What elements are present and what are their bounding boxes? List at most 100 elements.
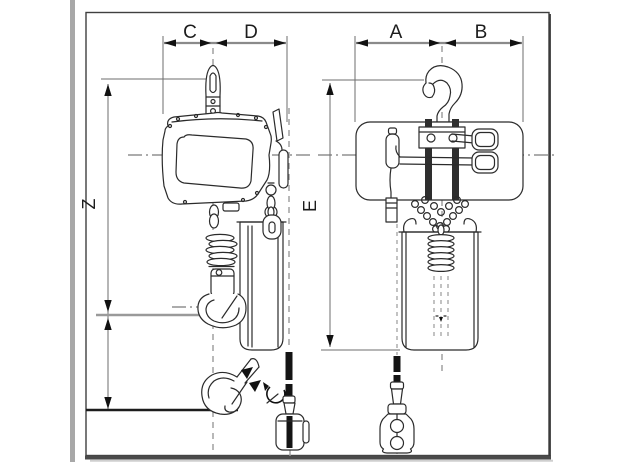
bottom-hook-raised bbox=[197, 268, 247, 329]
swivel-tail bbox=[266, 393, 279, 404]
bracket-paddle bbox=[471, 128, 499, 151]
dim-front-width: C D bbox=[162, 22, 288, 122]
arrowhead-icon bbox=[510, 39, 522, 47]
cable-collar bbox=[389, 381, 405, 390]
suspension-eye bbox=[205, 64, 221, 121]
dim-label-A: A bbox=[390, 22, 403, 43]
suspension-bar bbox=[425, 119, 432, 200]
chain-spring-front bbox=[205, 204, 238, 268]
arrowhead-icon bbox=[200, 39, 211, 47]
hook-outer bbox=[425, 65, 463, 123]
pendant-button-up bbox=[389, 418, 405, 434]
bolt-dot bbox=[167, 123, 173, 129]
hook-latch bbox=[231, 381, 248, 405]
bolt-dot bbox=[235, 112, 241, 118]
pendant-cable-run bbox=[389, 167, 392, 199]
container-outline bbox=[239, 221, 284, 351]
chain-link bbox=[421, 196, 430, 205]
pendant-button-down bbox=[389, 435, 405, 451]
arrowhead-icon bbox=[356, 39, 368, 47]
hanger-slot bbox=[268, 221, 276, 234]
container-hanger bbox=[403, 217, 417, 233]
bolt-dot bbox=[193, 113, 199, 119]
container-outline bbox=[401, 231, 479, 351]
pendant-cable bbox=[393, 356, 401, 382]
arrowhead-icon bbox=[429, 39, 440, 47]
hook-shank bbox=[244, 366, 260, 384]
chain-guide-block bbox=[222, 202, 240, 212]
pendant-cable bbox=[285, 352, 293, 396]
hoist-body-front bbox=[161, 111, 272, 212]
hanger-strap bbox=[262, 214, 282, 240]
chain-link bbox=[437, 208, 446, 217]
gear-cover-window bbox=[175, 134, 254, 189]
cable-grip bbox=[283, 402, 296, 415]
hook-block bbox=[210, 268, 235, 297]
hook-tip-inner bbox=[428, 82, 436, 98]
body-outline bbox=[161, 111, 272, 205]
page-edge-bar bbox=[70, 0, 75, 462]
dim-label-Z: Z bbox=[79, 199, 99, 210]
hook-bowl-inner bbox=[205, 299, 240, 324]
lever-arm bbox=[278, 149, 289, 189]
chain-link bbox=[423, 212, 432, 221]
eye-pin bbox=[210, 98, 216, 105]
hook-block-pin bbox=[215, 269, 223, 276]
pendant-stripe bbox=[286, 416, 293, 448]
lever-blade bbox=[272, 108, 284, 142]
dim-label-E: E bbox=[300, 200, 320, 212]
swivel-arc bbox=[266, 386, 286, 404]
swivel-arrow-icon bbox=[263, 382, 286, 404]
bracket-paddle-inner bbox=[474, 154, 496, 171]
bolt-dot bbox=[175, 116, 181, 122]
bolt-dot bbox=[253, 115, 259, 121]
spring-top-link bbox=[437, 224, 445, 236]
chain-link bbox=[429, 218, 438, 227]
cable-grip bbox=[390, 388, 404, 405]
front-view: C D Z bbox=[79, 22, 312, 456]
tube-line bbox=[451, 133, 475, 137]
eye-slot bbox=[209, 72, 217, 94]
dim-label-D: D bbox=[244, 22, 258, 43]
arrowhead-icon bbox=[445, 39, 456, 47]
hook-bowl-inner bbox=[207, 377, 235, 399]
bracket-paddle bbox=[471, 151, 499, 174]
pendant-cap bbox=[387, 403, 407, 415]
direction-arrow-icon bbox=[241, 367, 253, 379]
hook-bowl-inner bbox=[432, 79, 452, 123]
spring-coil bbox=[427, 264, 455, 273]
cable-band bbox=[285, 380, 293, 384]
direction-arrow-icon bbox=[249, 380, 261, 392]
cable-collar bbox=[282, 395, 296, 404]
hoist-body-side bbox=[355, 119, 524, 223]
chain-link bbox=[453, 196, 462, 205]
hook-shank bbox=[236, 358, 252, 378]
chain-link bbox=[208, 213, 220, 229]
arrowhead-icon bbox=[274, 39, 286, 47]
spring-coil bbox=[206, 257, 236, 267]
lever-joint bbox=[275, 140, 283, 151]
cord-grip-cap bbox=[387, 127, 398, 135]
chain-link bbox=[430, 202, 439, 211]
chain-link bbox=[445, 202, 454, 211]
cable-band bbox=[393, 372, 401, 375]
body-top-seam bbox=[171, 118, 263, 123]
arrowhead-icon bbox=[216, 39, 227, 47]
pendant-control-front bbox=[275, 352, 310, 451]
pendant-control-side bbox=[379, 356, 415, 454]
dim-side-height: E bbox=[300, 79, 424, 351]
pendant-ear bbox=[302, 420, 310, 444]
tube-line bbox=[399, 156, 475, 159]
container-hanger bbox=[463, 217, 477, 233]
arrowhead-icon bbox=[164, 39, 176, 47]
hook-shank-cap bbox=[250, 358, 260, 368]
arrowhead-icon bbox=[104, 84, 112, 96]
tube-bend bbox=[395, 145, 401, 158]
chain-link bbox=[411, 200, 420, 209]
suspension-bar bbox=[452, 119, 459, 200]
chain-link bbox=[417, 206, 426, 215]
suspension-bolt bbox=[426, 133, 436, 143]
